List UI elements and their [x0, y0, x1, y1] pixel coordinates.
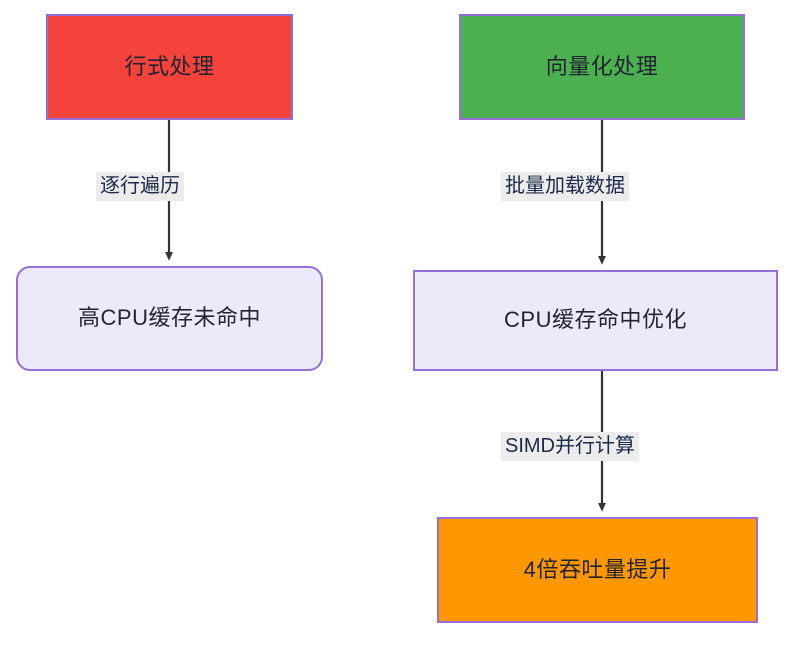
node-cache-miss[interactable]: 高CPU缓存未命中: [16, 266, 323, 371]
node-throughput-gain[interactable]: 4倍吞吐量提升: [437, 517, 758, 623]
edge-label-hit-to-gain: SIMD并行计算: [501, 432, 639, 461]
edge-label-vec-to-hit: 批量加载数据: [501, 172, 629, 201]
node-label-cache-hit-optimized: CPU缓存命中优化: [504, 307, 687, 333]
node-label-vectorized: 向量化处理: [545, 53, 659, 79]
node-label-row-processing: 行式处理: [124, 53, 215, 79]
node-row-processing[interactable]: 行式处理: [46, 14, 293, 120]
node-cache-hit-optimized[interactable]: CPU缓存命中优化: [413, 270, 778, 371]
node-label-throughput-gain: 4倍吞吐量提升: [523, 556, 672, 582]
node-label-cache-miss: 高CPU缓存未命中: [78, 305, 261, 331]
edge-label-row-to-miss: 逐行遍历: [96, 172, 184, 201]
node-vectorized[interactable]: 向量化处理: [459, 14, 745, 120]
